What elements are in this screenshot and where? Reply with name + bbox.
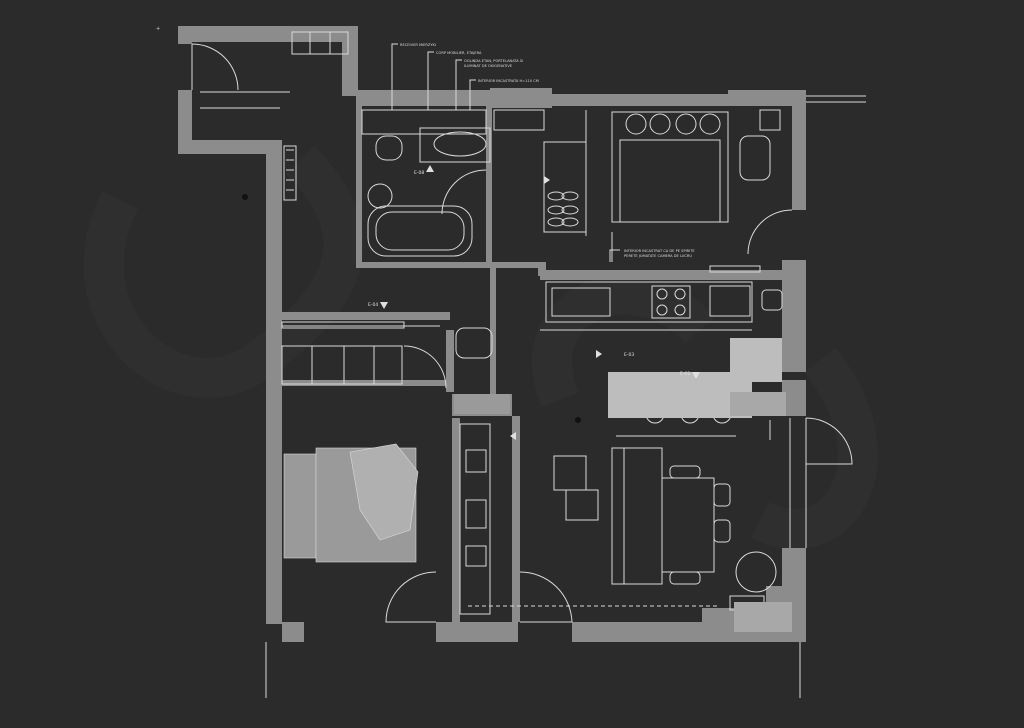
note-3: OGLINDA ETAN, PORTELANATA SI: [464, 59, 523, 63]
kitchen-sink: [551, 287, 611, 317]
bathtub: [367, 205, 473, 257]
balcony-door-swing: [805, 417, 853, 465]
note-1: RECEIVER MIERZYKI: [400, 43, 436, 47]
dining-table: [661, 477, 715, 573]
room-tags: E-08 E-04 E-03 E-02: [368, 165, 700, 440]
sofa: [611, 447, 663, 585]
bedroom-bed: [283, 443, 419, 563]
living-door-swing: [519, 571, 573, 623]
filled-furniture: [283, 338, 792, 632]
tag-bath: E-08: [414, 170, 424, 176]
note-4: ILUMINAT DE OXIGENATIVE: [464, 64, 513, 68]
kitchen-island: [608, 372, 752, 418]
bath-plant: [367, 183, 393, 209]
tag-living: E-02: [680, 371, 690, 377]
toilet: [375, 135, 403, 161]
light-fixture: [575, 417, 581, 423]
side-table: [553, 455, 587, 491]
note-2: CORP MOBILIER, ETAJERA: [436, 51, 482, 55]
sink: [433, 131, 487, 157]
corner-mark: +: [156, 26, 160, 32]
bedroom-note-2: PERETE JUMATATE CAMERA DE LUCRU: [624, 254, 692, 258]
tag-kitchen: E-03: [624, 352, 634, 358]
note-5: INTERIOR INCASTRATA H=110 CM: [478, 79, 539, 83]
stove: [651, 285, 691, 319]
bedroom-note-1: INTERIOR INCASTRAT CA DE PE SPIRITE: [624, 249, 695, 253]
master-bed: [611, 111, 729, 223]
light-fixture: [242, 194, 248, 200]
bedroom-door-swing: [385, 571, 437, 623]
entry-door-swing: [191, 43, 239, 91]
plan-linework: [191, 31, 866, 698]
tag-hall: E-04: [368, 302, 378, 308]
annotations: RECEIVER MIERZYKI CORP MOBILIER, ETAJERA…: [400, 43, 695, 258]
lounge-chair: [735, 551, 777, 593]
armchair: [739, 135, 771, 181]
